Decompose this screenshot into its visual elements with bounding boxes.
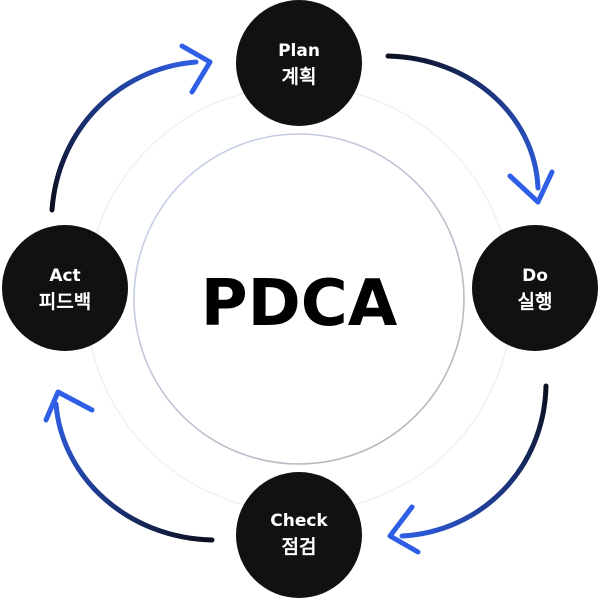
center-title: PDCA xyxy=(201,267,398,341)
stage-check-title: Check xyxy=(270,511,328,531)
stage-plan-subtitle: 계획 xyxy=(282,66,317,88)
stage-act-subtitle: 피드백 xyxy=(39,291,91,313)
stage-node-do: Do 실행 xyxy=(472,225,598,351)
stage-check-subtitle: 점검 xyxy=(282,536,317,558)
center-circle xyxy=(133,133,465,465)
arrow-act-to-plan xyxy=(49,43,213,213)
stage-node-act-circle xyxy=(2,225,128,351)
stage-act-title: Act xyxy=(49,266,80,286)
arrow-check-to-act xyxy=(43,389,215,543)
stage-node-check: Check 점검 xyxy=(236,472,362,598)
arrow-plan-to-do xyxy=(385,53,555,205)
stage-node-do-circle xyxy=(472,225,598,351)
arrow-do-to-check xyxy=(387,383,549,555)
stage-plan-title: Plan xyxy=(278,41,320,61)
stage-do-subtitle: 실행 xyxy=(518,291,553,313)
stage-do-title: Do xyxy=(522,266,548,286)
stage-node-check-circle xyxy=(236,472,362,598)
stage-node-act: Act 피드백 xyxy=(2,225,128,351)
stage-node-plan-circle xyxy=(236,0,362,126)
stage-node-plan: Plan 계획 xyxy=(236,0,362,126)
